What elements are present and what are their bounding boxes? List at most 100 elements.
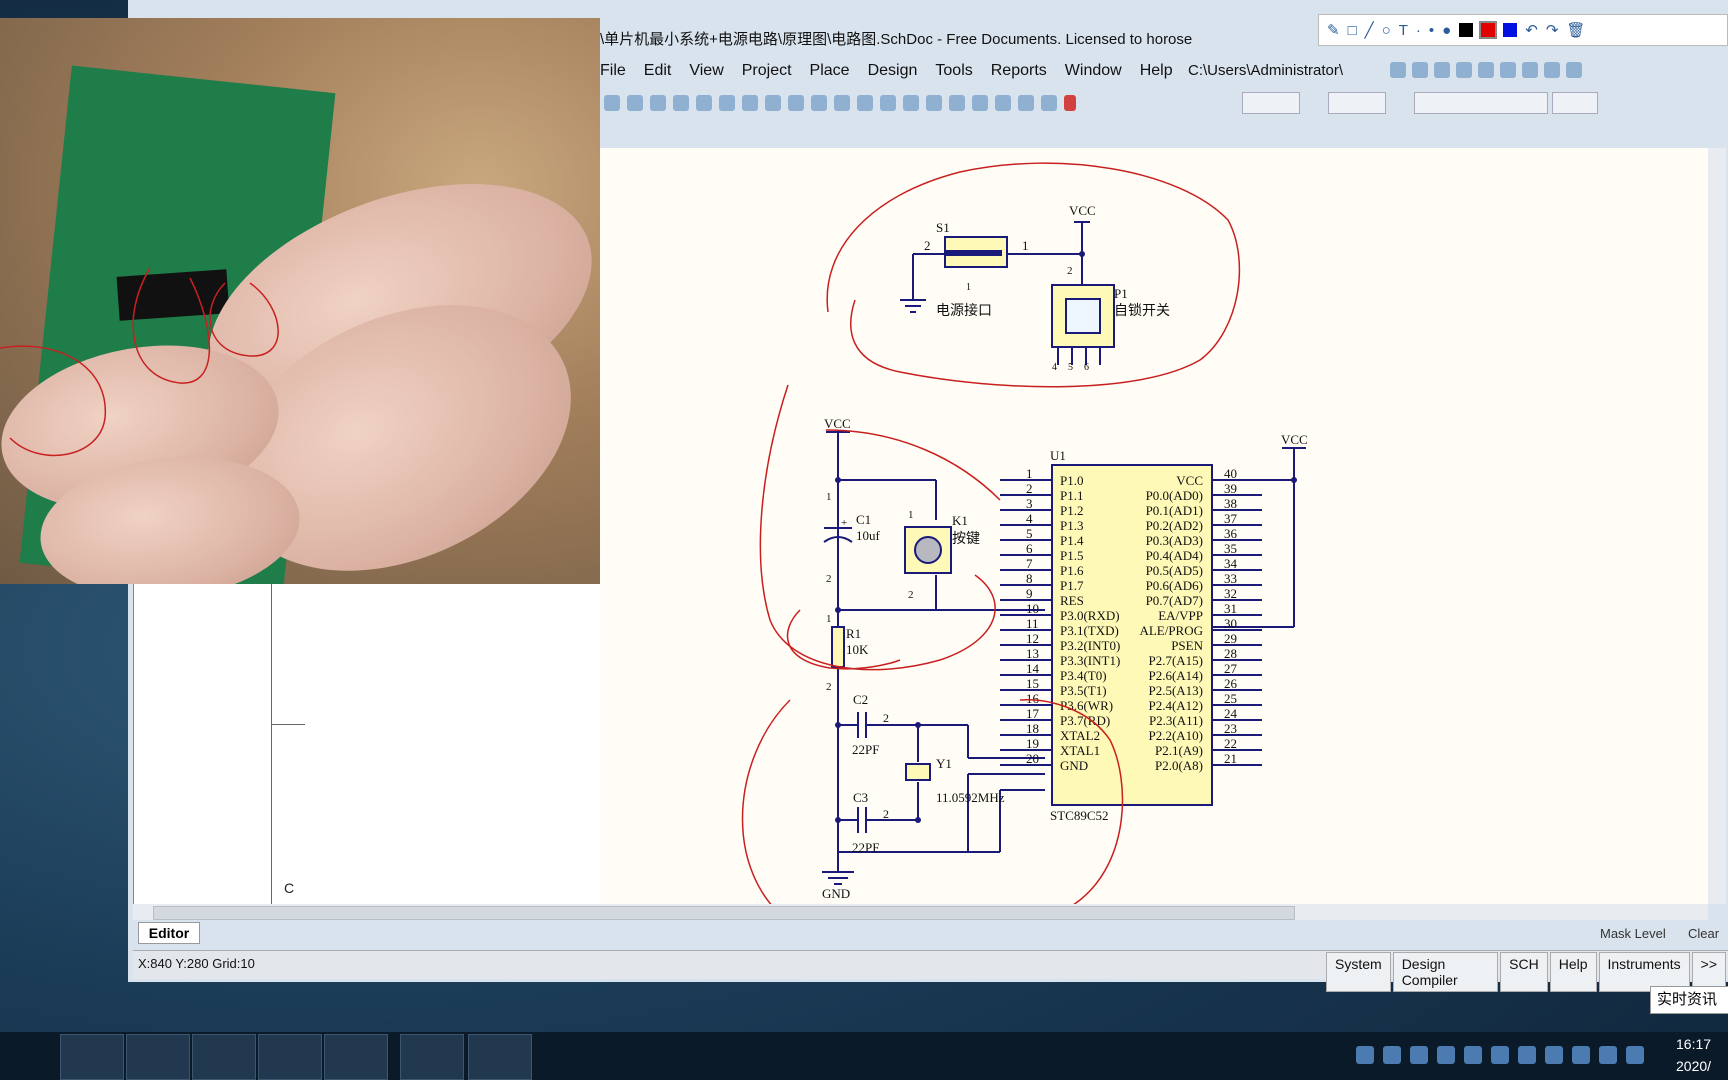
dot-medium-icon[interactable]: • bbox=[1428, 21, 1435, 39]
bus-icon[interactable] bbox=[719, 95, 735, 111]
volume-icon[interactable] bbox=[1572, 1046, 1590, 1064]
combo-2[interactable] bbox=[1328, 92, 1386, 114]
trash-icon[interactable]: 🗑 bbox=[1566, 22, 1586, 39]
menu-design[interactable]: Design bbox=[867, 62, 918, 79]
menu-help[interactable]: Help bbox=[1139, 62, 1173, 79]
print-icon[interactable] bbox=[696, 95, 712, 111]
redo-tool-icon[interactable] bbox=[627, 95, 643, 111]
combo-3[interactable] bbox=[1414, 92, 1548, 114]
mcu-left-pin-number: 14 bbox=[1026, 661, 1040, 676]
tray-app2-icon[interactable] bbox=[1437, 1046, 1455, 1064]
port-icon[interactable] bbox=[949, 95, 965, 111]
taskbar-ok-app[interactable] bbox=[60, 1034, 124, 1080]
taskbar-explorer[interactable] bbox=[126, 1034, 190, 1080]
signal-harness-icon[interactable] bbox=[995, 95, 1011, 111]
clock-date[interactable]: 2020/ bbox=[1676, 1058, 1712, 1074]
components-icon[interactable] bbox=[1434, 62, 1450, 78]
color-black-swatch[interactable] bbox=[1459, 23, 1474, 37]
combo-1[interactable] bbox=[1242, 92, 1300, 114]
wire-icon[interactable] bbox=[765, 95, 781, 111]
panel-help[interactable]: Help bbox=[1549, 952, 1597, 992]
ime-icon[interactable] bbox=[1356, 1046, 1374, 1064]
circle-icon[interactable]: ○ bbox=[1381, 21, 1391, 39]
sheet-symbol-icon[interactable] bbox=[880, 95, 896, 111]
tab-editor[interactable]: Editor bbox=[138, 922, 200, 944]
taskbar-document[interactable] bbox=[468, 1034, 532, 1080]
tray-app4-icon[interactable] bbox=[1491, 1046, 1509, 1064]
no-erc-icon[interactable] bbox=[1041, 95, 1057, 111]
cross-probe-icon[interactable] bbox=[650, 95, 666, 111]
vcc-port-icon[interactable] bbox=[834, 95, 850, 111]
back-icon[interactable] bbox=[1390, 62, 1406, 78]
menu-file[interactable]: File bbox=[600, 62, 626, 79]
menu-place[interactable]: Place bbox=[809, 62, 850, 79]
menu-view[interactable]: View bbox=[689, 62, 724, 79]
horizontal-scroll-thumb[interactable] bbox=[153, 906, 1295, 920]
clock-time[interactable]: 16:17 bbox=[1676, 1036, 1712, 1052]
panel-design-compiler[interactable]: Design Compiler bbox=[1392, 952, 1499, 992]
pen-icon[interactable]: ✎ bbox=[1327, 22, 1340, 39]
combo-4[interactable] bbox=[1552, 92, 1598, 114]
color-red-swatch[interactable] bbox=[1479, 21, 1498, 39]
mcu-right-pin-name: P0.4(AD4) bbox=[1146, 548, 1203, 563]
menu-reports[interactable]: Reports bbox=[990, 62, 1047, 79]
menu-edit[interactable]: Edit bbox=[643, 62, 672, 79]
gnd-label: GND bbox=[822, 886, 850, 901]
part-icon[interactable] bbox=[857, 95, 873, 111]
tray-app1-icon[interactable] bbox=[1410, 1046, 1428, 1064]
sheet-entry-icon[interactable] bbox=[903, 95, 919, 111]
help-tray-icon[interactable] bbox=[1383, 1046, 1401, 1064]
directive-icon[interactable] bbox=[1018, 95, 1034, 111]
gnd-port-icon[interactable] bbox=[811, 95, 827, 111]
harness-icon[interactable] bbox=[972, 95, 988, 111]
network-icon[interactable] bbox=[1545, 1046, 1563, 1064]
dot-large-icon[interactable]: ● bbox=[1442, 21, 1452, 39]
tray-app3-icon[interactable] bbox=[1464, 1046, 1482, 1064]
rectangle-icon[interactable]: □ bbox=[1347, 21, 1357, 39]
taskbar-wps[interactable] bbox=[324, 1034, 388, 1080]
menu-tools[interactable]: Tools bbox=[935, 62, 973, 79]
dot-small-icon[interactable]: · bbox=[1415, 21, 1421, 39]
mcu-left-pin-name: P3.0(RXD) bbox=[1060, 608, 1120, 623]
panel-system[interactable]: System bbox=[1326, 952, 1391, 992]
taskbar-altium[interactable] bbox=[192, 1034, 256, 1080]
text-icon[interactable]: T bbox=[1398, 21, 1408, 39]
vcc-label-power: VCC bbox=[1069, 203, 1096, 218]
mask-level-button[interactable]: Mask Level bbox=[1600, 926, 1666, 941]
k1-pin2: 2 bbox=[908, 589, 914, 601]
panel-more[interactable]: >> bbox=[1691, 952, 1726, 992]
ground-tool-icon[interactable] bbox=[1500, 62, 1516, 78]
forward-icon[interactable] bbox=[1412, 62, 1428, 78]
delete-icon[interactable] bbox=[1064, 95, 1076, 111]
grid-icon[interactable] bbox=[1566, 62, 1582, 78]
bus-entry-icon[interactable] bbox=[742, 95, 758, 111]
vertical-scrollbar[interactable] bbox=[1708, 148, 1726, 904]
menu-window[interactable]: Window bbox=[1064, 62, 1122, 79]
taskbar-ie[interactable] bbox=[400, 1034, 464, 1080]
net-label-icon[interactable] bbox=[788, 95, 804, 111]
probe-icon[interactable] bbox=[1522, 62, 1538, 78]
color-blue-swatch[interactable] bbox=[1503, 23, 1518, 37]
document-path[interactable]: C:\Users\Administrator\ bbox=[1188, 62, 1344, 79]
menu-project[interactable]: Project bbox=[741, 62, 792, 79]
line-icon[interactable]: ╱ bbox=[1364, 22, 1374, 39]
panel-instruments[interactable]: Instruments bbox=[1598, 952, 1690, 992]
undo-icon[interactable]: ↶ bbox=[1525, 22, 1538, 39]
redo-icon[interactable]: ↷ bbox=[1545, 22, 1559, 39]
wire-tool-icon[interactable] bbox=[1456, 62, 1472, 78]
panel-sch[interactable]: SCH bbox=[1500, 952, 1548, 992]
clear-button[interactable]: Clear bbox=[1688, 926, 1720, 941]
c1-pin2: 2 bbox=[826, 573, 832, 585]
device-sheet-icon[interactable] bbox=[926, 95, 942, 111]
battery-icon[interactable] bbox=[1599, 1046, 1617, 1064]
tray-app5-icon[interactable] bbox=[1518, 1046, 1536, 1064]
news-tooltip[interactable]: 实时资讯 bbox=[1650, 986, 1728, 1014]
taskbar-chrome[interactable] bbox=[258, 1034, 322, 1080]
pencil-tool-icon[interactable] bbox=[673, 95, 689, 111]
align-icon[interactable] bbox=[1478, 62, 1494, 78]
tray-app6-icon[interactable] bbox=[1626, 1046, 1644, 1064]
compile-icon[interactable] bbox=[1544, 62, 1560, 78]
undo-tool-icon[interactable] bbox=[604, 95, 620, 111]
horizontal-scrollbar[interactable] bbox=[133, 904, 1708, 920]
